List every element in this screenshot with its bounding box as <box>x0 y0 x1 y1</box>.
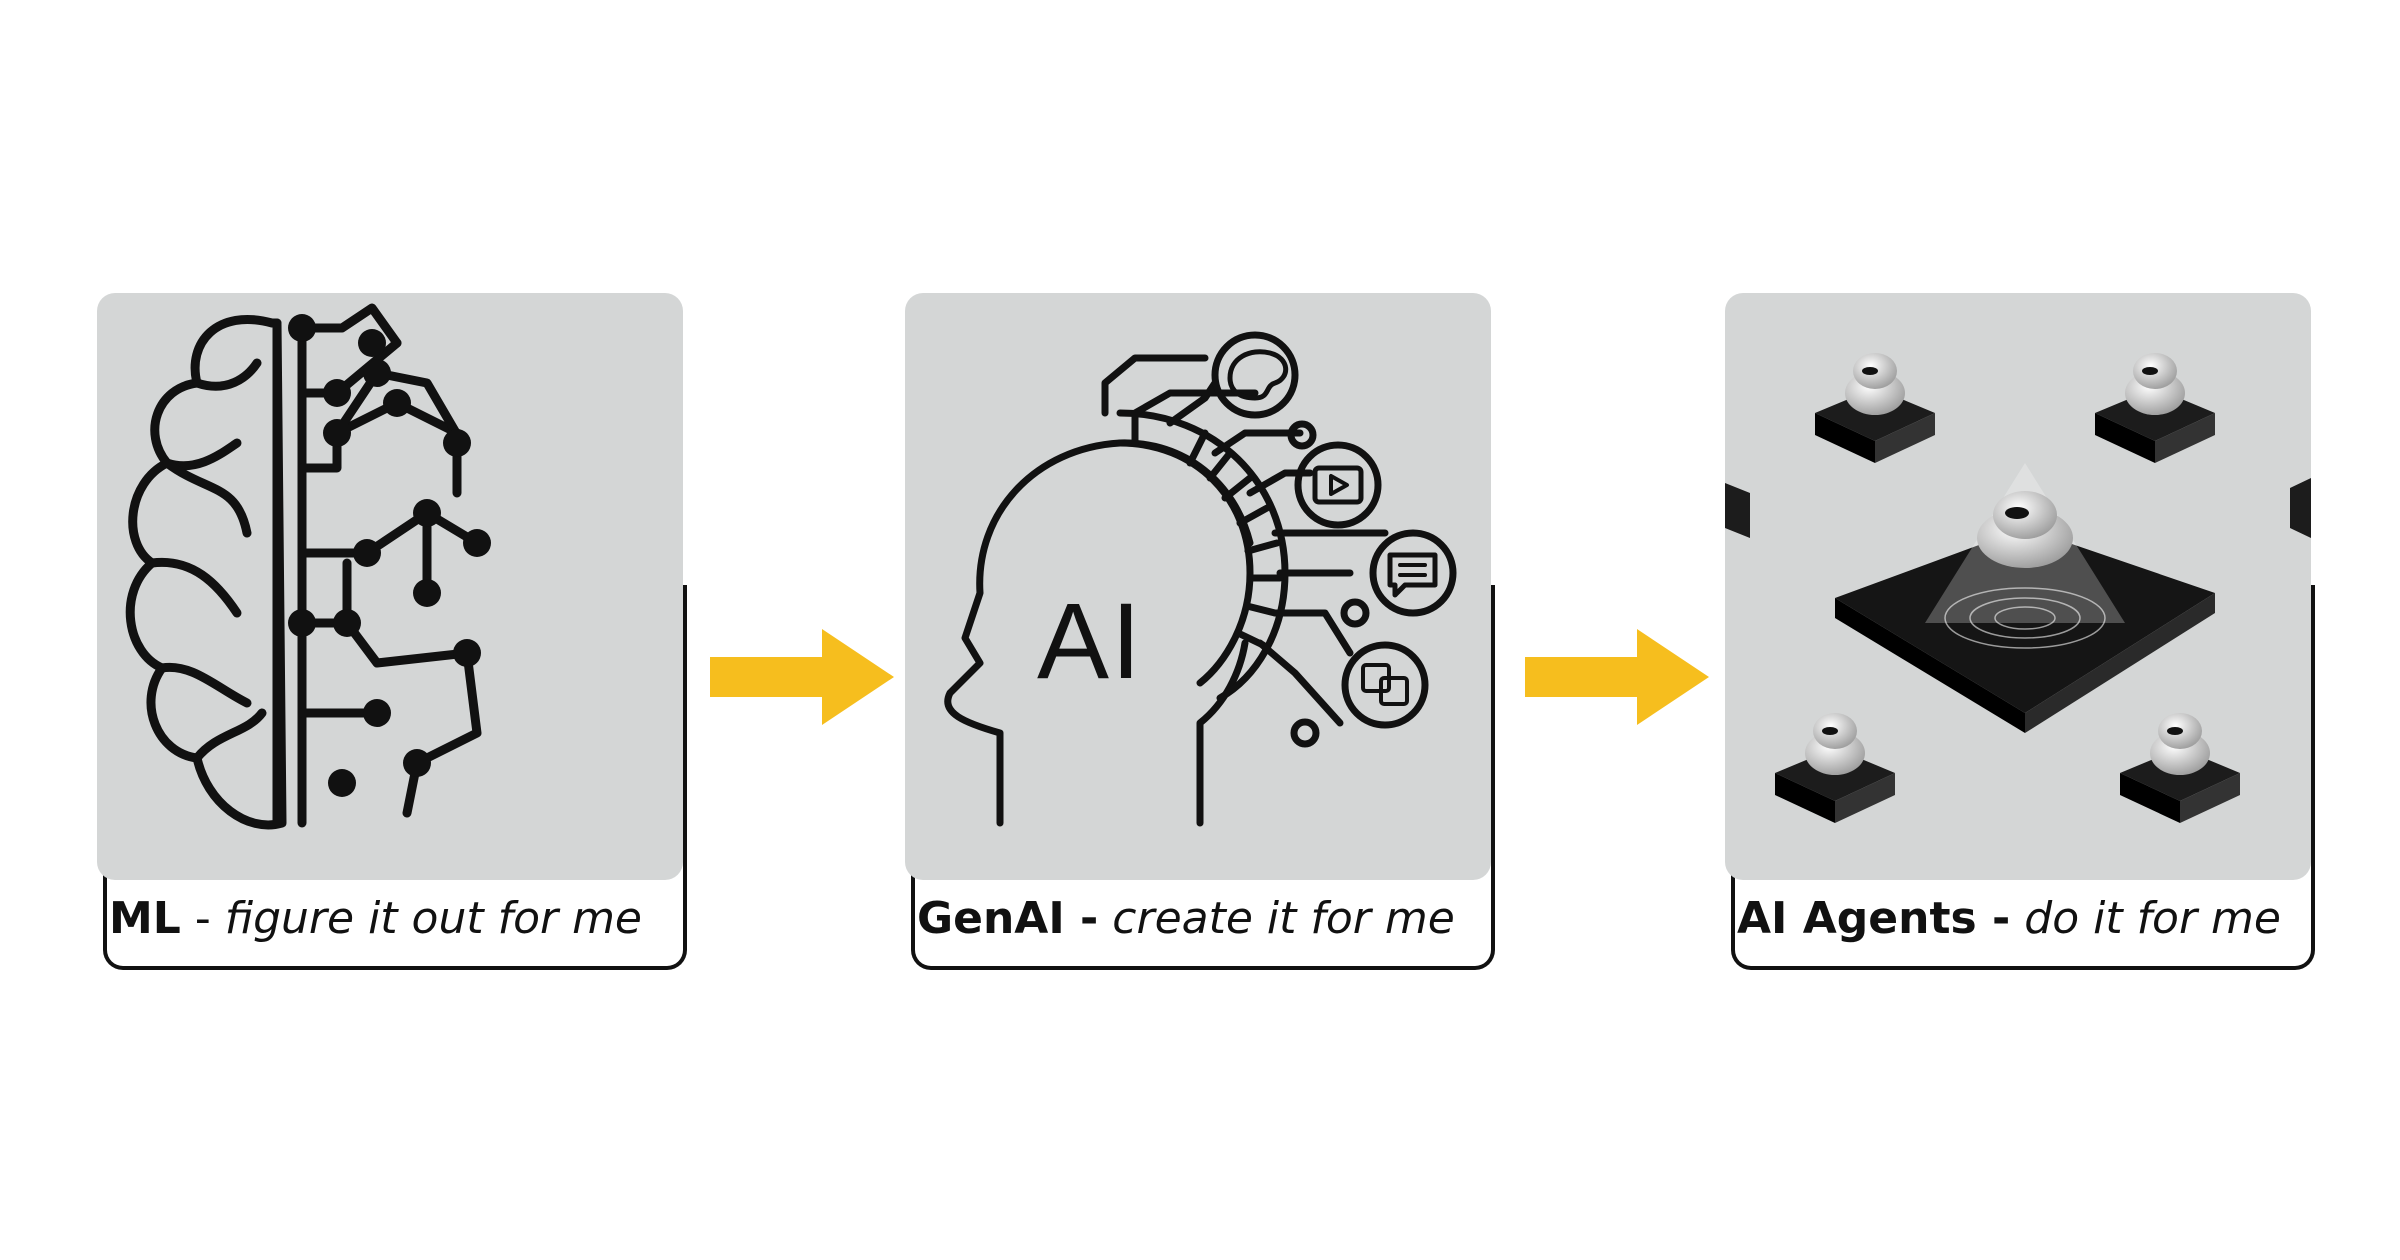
caption-strong: AI Agents - <box>1737 893 2011 944</box>
caption-italic: create it for me <box>1112 893 1455 944</box>
ai-head-icon <box>944 331 1457 827</box>
card-caption: AI Agents - do it for me <box>1737 883 2307 955</box>
robot-unit <box>2120 713 2240 823</box>
caption-dash <box>1098 893 1112 944</box>
robot-unit <box>1775 713 1895 823</box>
caption-strong: GenAI - <box>917 893 1099 944</box>
arrow-icon <box>710 629 894 725</box>
caption-dash <box>2010 893 2024 944</box>
brain-circuit-panel <box>97 293 683 880</box>
card-ai-agents: AI Agents - do it for me <box>1725 293 2315 970</box>
card-caption: GenAI - create it for me <box>917 883 1487 955</box>
caption-italic: figure it out for me <box>224 893 642 944</box>
caption-dash: - <box>180 893 225 944</box>
brain-circuit-icon <box>125 303 482 830</box>
robot-agents-icon <box>1725 353 2311 823</box>
caption-italic: do it for me <box>2024 893 2281 944</box>
robot-unit <box>1815 353 1935 463</box>
circuit-nodes <box>288 314 491 797</box>
ai-head-label: AI <box>1036 580 1144 701</box>
robot-agents-panel <box>1725 293 2311 880</box>
caption-strong: ML <box>109 893 181 944</box>
ai-head-panel: AI <box>905 293 1491 880</box>
arrow-icon <box>1525 629 1709 725</box>
card-ml: ML - figure it out for me <box>97 293 687 970</box>
card-genai: AI GenAI - create it for me <box>905 293 1495 970</box>
card-caption: ML - figure it out for me <box>109 883 679 955</box>
robot-unit <box>2095 353 2215 463</box>
